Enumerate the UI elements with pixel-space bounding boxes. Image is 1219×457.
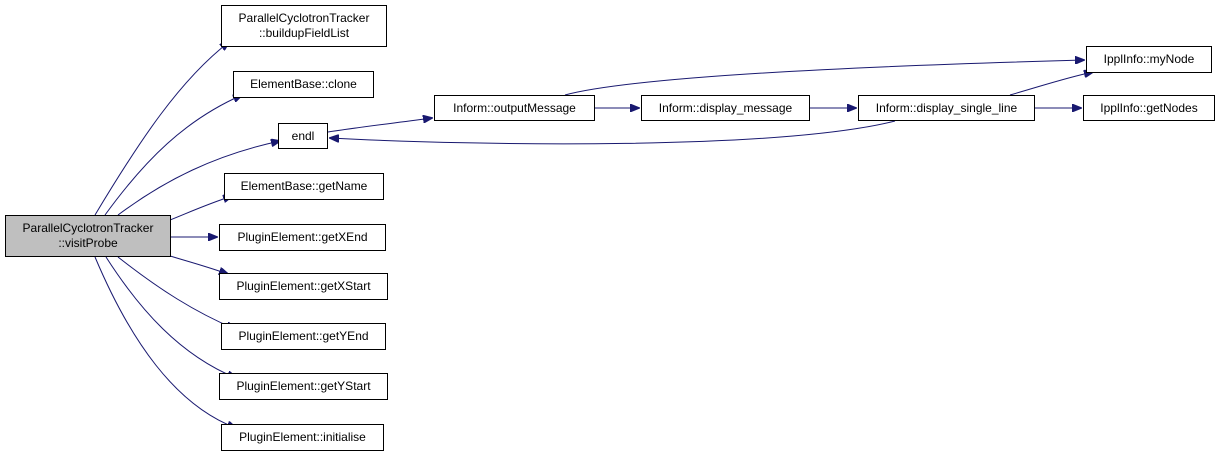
node-pluginelement-getystart[interactable]: PluginElement::getYStart	[219, 373, 388, 400]
edge-root-to-clone	[104, 95, 242, 216]
node-elementbase-getname[interactable]: ElementBase::getName	[224, 173, 384, 200]
edge-root-to-endl	[117, 141, 280, 216]
node-label: ElementBase::clone	[250, 77, 357, 91]
node-elementbase-clone[interactable]: ElementBase::clone	[233, 71, 374, 98]
node-label: ElementBase::getName	[240, 179, 368, 193]
node-label: PluginElement::getYEnd	[238, 329, 369, 343]
node-parallelcyclotrontracker-buildupfieldlist[interactable]: ParallelCyclotronTracker ::buildupFieldL…	[221, 5, 387, 47]
node-inform-display-single-line[interactable]: Inform::display_single_line	[858, 95, 1035, 121]
edge-outputMessage-to-myNode	[564, 60, 1084, 96]
node-label: PluginElement::initialise	[239, 430, 366, 444]
edge-display_single_line-to-endl	[330, 120, 896, 145]
node-inform-display-message[interactable]: Inform::display_message	[641, 95, 810, 121]
node-pluginelement-getxstart[interactable]: PluginElement::getXStart	[219, 273, 388, 300]
edge-root-to-getYEnd	[117, 256, 235, 329]
node-pluginelement-getyend[interactable]: PluginElement::getYEnd	[221, 323, 386, 350]
node-label: IpplInfo::getNodes	[1100, 100, 1198, 115]
edge-display_single_line-to-myNode	[1009, 72, 1093, 96]
node-pluginelement-getxend[interactable]: PluginElement::getXEnd	[219, 224, 386, 251]
edge-endl-to-outputMessage	[327, 118, 432, 133]
node-label-line1: ParallelCyclotronTracker	[238, 11, 370, 25]
edge-root-to-getName	[169, 196, 232, 221]
node-label: PluginElement::getXStart	[236, 279, 371, 293]
node-label-line2: ::visitProbe	[58, 236, 118, 250]
node-pluginelement-initialise[interactable]: PluginElement::initialise	[221, 424, 384, 451]
node-label: Inform::outputMessage	[453, 100, 576, 115]
node-endl[interactable]: endl	[278, 123, 328, 149]
edge-root-to-buildupFieldList	[94, 42, 229, 216]
node-label: Inform::display_single_line	[875, 100, 1018, 115]
edge-root-to-initialise	[94, 256, 236, 428]
node-inform-outputmessage[interactable]: Inform::outputMessage	[434, 95, 595, 121]
edge-root-to-getXStart	[169, 255, 228, 274]
node-label: PluginElement::getYStart	[236, 379, 371, 393]
node-ipplinfo-mynode[interactable]: IpplInfo::myNode	[1086, 46, 1212, 73]
node-label: IpplInfo::myNode	[1103, 52, 1195, 66]
node-ipplinfo-getnodes[interactable]: IpplInfo::getNodes	[1083, 95, 1215, 121]
node-label: PluginElement::getXEnd	[237, 230, 368, 244]
node-label-line2: ::buildupFieldList	[258, 26, 350, 40]
node-label: endl	[291, 128, 315, 143]
node-parallelcyclotrontracker-visitprobe: ParallelCyclotronTracker ::visitProbe	[5, 215, 171, 257]
edge-root-to-getYStart	[105, 256, 236, 378]
node-label: Inform::display_message	[658, 100, 793, 115]
node-label-line1: ParallelCyclotronTracker	[22, 221, 154, 235]
